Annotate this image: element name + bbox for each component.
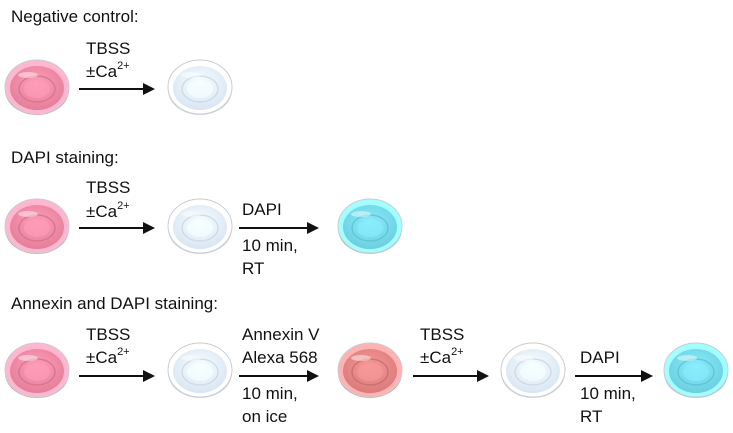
- label-on-ice: on ice: [242, 407, 288, 426]
- label-dapi: DAPI: [242, 200, 282, 219]
- petri-dish-pale-blue: [167, 58, 233, 116]
- arrowhead-icon: [143, 370, 155, 382]
- heading-dapi-staining: DAPI staining:: [11, 148, 119, 167]
- arrow: [239, 222, 319, 234]
- petri-dish-icon: [337, 342, 403, 398]
- label-ca: ±Ca2+: [86, 60, 130, 81]
- arrowhead-icon: [143, 222, 155, 234]
- label-annexin-v: Annexin V: [242, 325, 320, 344]
- petri-dish-icon: [4, 198, 70, 254]
- label-tbss: TBSS: [86, 39, 131, 58]
- petri-dish-cyan: [663, 341, 729, 399]
- arrow-shaft: [79, 375, 145, 377]
- heading-annexin-dapi-staining: Annexin and DAPI staining:: [11, 294, 218, 313]
- petri-dish-icon: [663, 342, 729, 398]
- arrow: [79, 222, 155, 234]
- label-ca: ±Ca2+: [86, 200, 130, 221]
- label-10-min: 10 min,: [242, 384, 298, 403]
- label-tbss: TBSS: [86, 178, 131, 197]
- arrow-shaft: [575, 375, 643, 377]
- label-tbss: TBSS: [420, 325, 465, 344]
- label-ca: ±Ca2+: [86, 346, 130, 367]
- label-10-min: 10 min,: [242, 236, 298, 255]
- arrow-shaft: [79, 227, 145, 229]
- petri-dish-icon: [4, 59, 70, 115]
- petri-dish-icon: [167, 59, 233, 115]
- petri-dish-pale-blue: [167, 197, 233, 255]
- petri-dish-pink: [4, 197, 70, 255]
- arrowhead-icon: [307, 370, 319, 382]
- arrow-shaft: [413, 375, 479, 377]
- petri-dish-icon: [167, 342, 233, 398]
- petri-dish-pink: [4, 341, 70, 399]
- label-tbss: TBSS: [86, 325, 131, 344]
- petri-dish-icon: [337, 198, 403, 254]
- label-alexa-568: Alexa 568: [242, 348, 318, 367]
- arrow: [413, 370, 489, 382]
- arrow: [239, 370, 319, 382]
- arrow-shaft: [79, 88, 145, 90]
- label-rt: RT: [580, 407, 603, 426]
- arrowhead-icon: [307, 222, 319, 234]
- arrowhead-icon: [143, 83, 155, 95]
- petri-dish-pale-blue: [167, 341, 233, 399]
- label-dapi: DAPI: [580, 348, 620, 367]
- heading-negative-control: Negative control:: [11, 7, 139, 26]
- petri-dish-pink: [4, 58, 70, 116]
- petri-dish-icon: [4, 342, 70, 398]
- petri-dish-pale-blue: [500, 341, 566, 399]
- arrowhead-icon: [477, 370, 489, 382]
- petri-dish-cyan: [337, 197, 403, 255]
- label-10-min: 10 min,: [580, 384, 636, 403]
- arrow: [79, 83, 155, 95]
- arrow: [575, 370, 653, 382]
- arrow: [79, 370, 155, 382]
- label-rt: RT: [242, 259, 265, 278]
- petri-dish-icon: [500, 342, 566, 398]
- petri-dish-red: [337, 341, 403, 399]
- arrowhead-icon: [641, 370, 653, 382]
- arrow-shaft: [239, 375, 309, 377]
- label-ca: ±Ca2+: [420, 346, 464, 367]
- arrow-shaft: [239, 227, 309, 229]
- petri-dish-icon: [167, 198, 233, 254]
